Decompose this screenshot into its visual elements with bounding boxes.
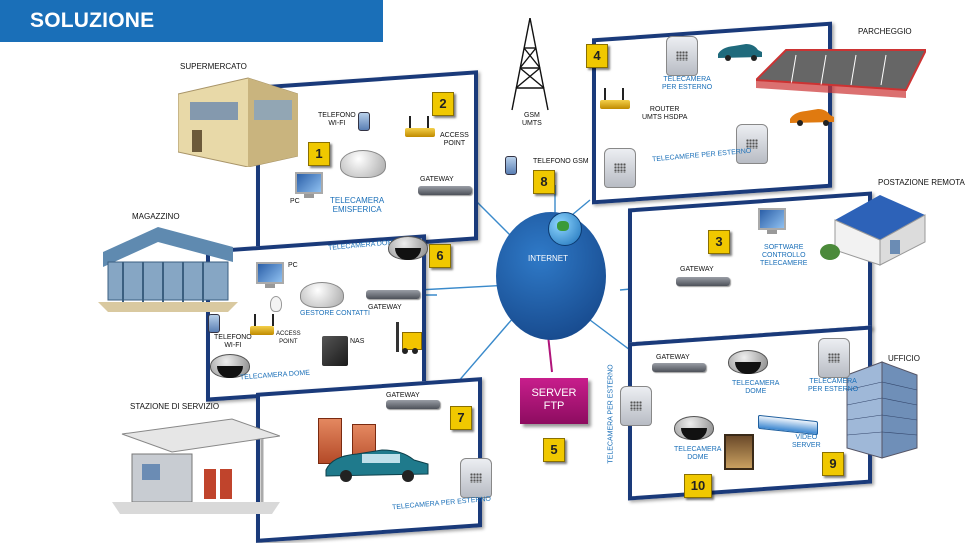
outdoor-camera-icon [460, 458, 492, 498]
globe-icon [548, 212, 582, 246]
pc-label: PC [290, 198, 300, 205]
forklift-icon [396, 322, 422, 356]
place-magazzino: MAGAZZINO [132, 212, 180, 221]
supermercato-building-icon [178, 77, 298, 167]
badge-4: 4 [586, 44, 608, 68]
emisferica-camera-icon [340, 150, 386, 178]
painting-icon [724, 434, 754, 470]
pc-icon-3 [758, 208, 786, 234]
gateway-label: GATEWAY [420, 176, 454, 183]
gateway-label-4: GATEWAY [680, 266, 714, 273]
pc-icon [295, 172, 323, 198]
place-stazione: STAZIONE DI SERVIZIO [130, 402, 220, 411]
telecamera-dome-label-4: TELECAMERA DOME [674, 446, 722, 461]
internet-label: INTERNET [528, 254, 568, 263]
car-icon-2 [718, 44, 762, 61]
server-label-line1: SERVER [531, 387, 577, 399]
dome-camera-icon-4 [674, 416, 714, 440]
access-point-label: ACCESS POINT [440, 132, 469, 147]
gateway-icon-4 [676, 277, 730, 286]
telecamera-esterno-label-9: TELECAMERA PER ESTERNO [808, 378, 859, 393]
gateway-label-3: GATEWAY [386, 392, 420, 399]
badge-10: 10 [684, 474, 712, 498]
outdoor-camera-icon-4 [736, 124, 768, 164]
video-server-label: VIDEO SERVER [792, 434, 821, 449]
magazzino-building-icon [98, 227, 238, 312]
dome-camera-icon [388, 236, 428, 260]
badge-6: 6 [429, 244, 451, 268]
badge-5: 5 [543, 438, 565, 462]
gsm-umts-label: GSM UMTS [522, 112, 542, 127]
wifi-phone-icon-2 [208, 314, 220, 333]
badge-1: 1 [308, 142, 330, 166]
nas-icon [322, 336, 348, 366]
router-umts-icon [600, 88, 630, 109]
parcheggio-lot-icon [756, 49, 926, 98]
access-point-icon-2 [250, 314, 274, 335]
dome-camera-icon-2 [210, 354, 250, 378]
house-icon [820, 195, 926, 266]
ufficio-building-icon [846, 361, 918, 459]
bulb-icon [270, 296, 282, 312]
outdoor-camera-icon-6 [620, 386, 652, 426]
car-icon [325, 449, 429, 482]
place-parcheggio: PARCHEGGIO [858, 27, 912, 36]
pc-label-2: PC [288, 262, 298, 269]
telefono-wifi-label: TELEFONO WI-FI [318, 112, 356, 127]
telecamera-emisferica-label: TELECAMERA EMISFERICA [330, 196, 385, 214]
badge-9: 9 [822, 452, 844, 476]
badge-7: 7 [450, 406, 472, 430]
access-point-icon [405, 116, 435, 137]
gateway-icon-2 [366, 290, 420, 299]
telefono-wifi-label-2: TELEFONO WI-FI [214, 334, 252, 349]
gestore-contatti-label: GESTORE CONTATTI [300, 310, 371, 317]
dome-camera-icon-3 [728, 350, 768, 374]
outdoor-camera-icon-2 [666, 36, 698, 76]
router-umts-label: ROUTER UMTS HSDPA [642, 106, 688, 121]
wifi-phone-icon [358, 112, 370, 131]
gateway-label-5: GATEWAY [656, 354, 690, 361]
place-ufficio: UFFICIO [888, 354, 920, 363]
gestore-contatti-icon [300, 282, 344, 308]
badge-8: 8 [533, 170, 555, 194]
telefono-gsm-icon [505, 156, 517, 175]
place-supermercato: SUPERMERCATO [180, 62, 247, 71]
software-label: SOFTWARE CONTROLLO TELECAMERE [760, 244, 808, 267]
gateway-icon [418, 186, 472, 195]
gateway-icon-3 [386, 400, 440, 409]
telecamera-esterno-label-4: TELECAMERA PER ESTERNO [662, 76, 713, 91]
server-ftp: SERVER FTP [520, 378, 588, 424]
badge-3: 3 [708, 230, 730, 254]
access-point-label-2: ACCESS POINT [276, 331, 301, 345]
nas-label: NAS [350, 338, 365, 345]
gsm-tower-icon [511, 18, 549, 111]
pc-icon-2 [256, 262, 284, 288]
fuel-pump-icon [318, 418, 342, 464]
badge-2: 2 [432, 92, 454, 116]
outdoor-camera-icon-5 [818, 338, 850, 378]
place-postazione: POSTAZIONE REMOTA [878, 178, 965, 187]
page-title: SOLUZIONE VIDEOSORVEGLIANZA IP [0, 0, 383, 74]
server-label-line2: FTP [543, 400, 565, 412]
car-icon-3 [790, 109, 834, 126]
gateway-label-2: GATEWAY [368, 304, 402, 311]
gateway-icon-5 [652, 363, 706, 372]
telefono-gsm-label: TELEFONO GSM [533, 158, 589, 165]
outdoor-camera-icon-3 [604, 148, 636, 188]
telecamera-esterno-label-vertical: TELECAMERA PER ESTERNO [607, 364, 615, 464]
telecamera-dome-label-3: TELECAMERA DOME [732, 380, 780, 395]
stazione-building-icon [112, 418, 280, 514]
